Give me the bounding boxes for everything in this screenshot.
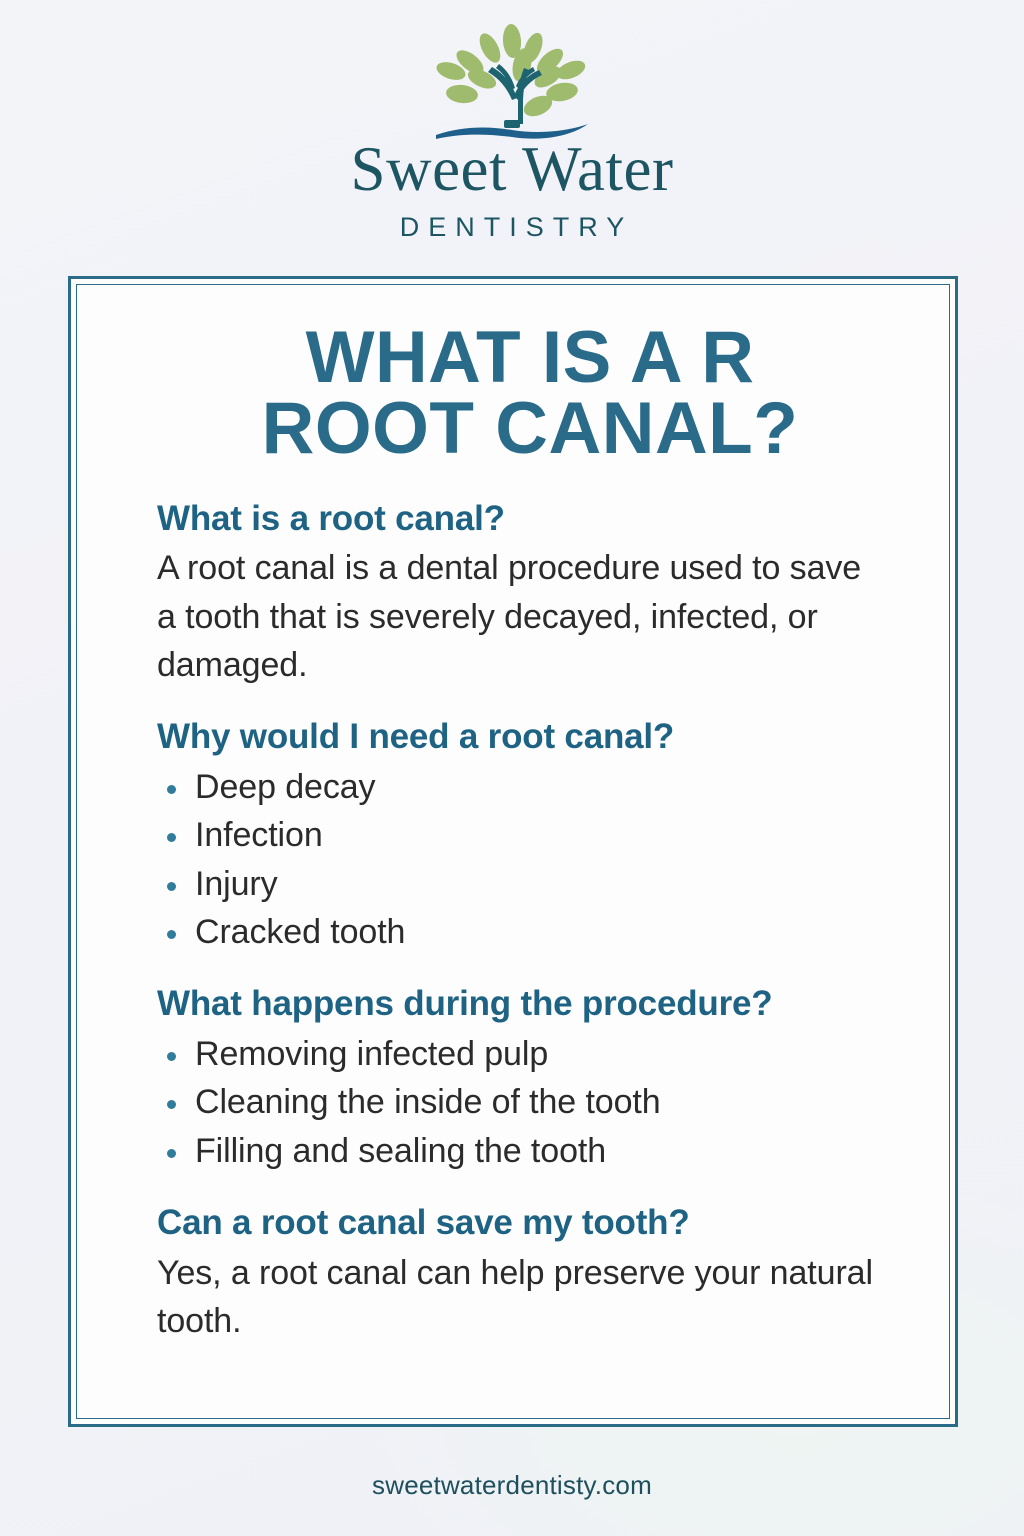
section-what-happens-during-the-procedure: What happens during the procedure? Remov… <box>157 984 903 1175</box>
list-item-label: Cracked tooth <box>195 912 406 951</box>
list-item-label: Cleaning the inside of the tooth <box>195 1083 661 1122</box>
footer-website-url[interactable]: sweetwaterdentisty.com <box>372 1470 652 1500</box>
section-heading: What is a root canal? <box>157 498 505 538</box>
list-item: Deep decay <box>157 763 903 811</box>
page-title-line-1: WHAT IS A R <box>305 317 755 398</box>
brand-logo-block: Sweet Water DENTISTRY <box>0 0 1024 241</box>
page-title: WHAT IS A R ROOT CANAL? <box>157 317 903 469</box>
section-list: Removing infected pulp Cleaning the insi… <box>157 1030 903 1175</box>
section-can-a-root-canal-save-my-tooth: Can a root canal save my tooth? Yes, a r… <box>157 1203 903 1345</box>
info-card-inner: WHAT IS A R ROOT CANAL? What is a root c… <box>76 284 950 1419</box>
list-item: Removing infected pulp <box>157 1030 903 1078</box>
list-item-label: Infection <box>195 816 323 855</box>
section-heading: Why would I need a root canal? <box>157 717 675 757</box>
bullet-dot-icon <box>167 785 176 795</box>
bullet-dot-icon <box>167 833 176 843</box>
list-item: Cracked tooth <box>157 908 903 956</box>
brand-wordmark: Sweet Water <box>350 134 674 204</box>
section-list: Deep decay Infection Injury Cracked toot… <box>157 763 903 956</box>
bullet-dot-icon <box>167 929 176 939</box>
list-item: Filling and sealing the tooth <box>157 1127 903 1175</box>
list-item: Cleaning the inside of the tooth <box>157 1078 903 1126</box>
bullet-dot-icon <box>167 1148 176 1158</box>
bullet-dot-icon <box>167 1100 176 1110</box>
bullet-dot-icon <box>167 881 176 891</box>
page-title-line-2: ROOT CANAL? <box>261 387 799 469</box>
brand-tagline: DENTISTRY <box>399 212 634 242</box>
section-heading: What happens during the procedure? <box>157 984 773 1024</box>
section-what-is-a-root-canal: What is a root canal? A root canal is a … <box>157 499 903 690</box>
list-item-label: Deep decay <box>195 768 376 807</box>
section-paragraph: Yes, a root canal can help preserve your… <box>157 1253 873 1341</box>
list-item: Infection <box>157 811 903 859</box>
list-item-label: Removing infected pulp <box>195 1035 549 1074</box>
tree-with-water-logo-icon <box>426 24 598 142</box>
bullet-dot-icon <box>167 1052 176 1062</box>
section-why-would-i-need-a-root-canal: Why would I need a root canal? Deep deca… <box>157 717 903 956</box>
list-item-label: Filling and sealing the tooth <box>195 1131 607 1170</box>
list-item: Injury <box>157 860 903 908</box>
info-card: WHAT IS A R ROOT CANAL? What is a root c… <box>68 276 958 1427</box>
section-paragraph: A root canal is a dental procedure used … <box>157 549 862 685</box>
section-heading: Can a root canal save my tooth? <box>157 1202 690 1242</box>
list-item-label: Injury <box>195 864 278 903</box>
